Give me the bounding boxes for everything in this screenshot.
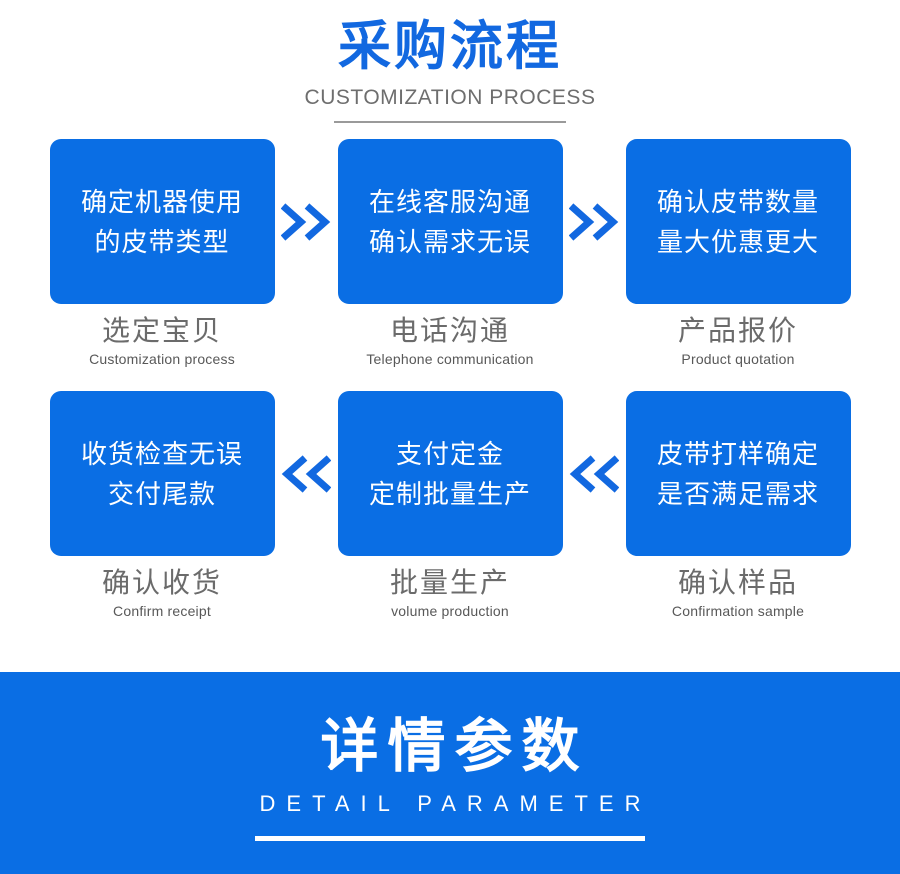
- banner-title-en: DETAIL PARAMETER: [259, 791, 652, 816]
- flow-step-6[interactable]: 收货检查无误 交付尾款 确认收货 Confirm receipt: [49, 391, 275, 620]
- flow-step-5[interactable]: 支付定金 定制批量生产 批量生产 volume production: [337, 391, 563, 620]
- page-header: 采购流程 CUSTOMIZATION PROCESS: [0, 0, 900, 123]
- flow-step-5-box-line-2: 定制批量生产: [368, 478, 531, 509]
- flow-step-4-caption-en: Confirmation sample: [671, 603, 805, 619]
- flow-row-2: 收货检查无误 交付尾款 确认收货 Confirm receipt 支付定金 定制…: [0, 391, 900, 620]
- flow-step-1-caption-cn: 选定宝贝: [101, 315, 222, 346]
- flow-step-6-box-line-1: 收货检查无误: [80, 438, 243, 469]
- flow-step-6-box-line-2: 交付尾款: [107, 478, 216, 509]
- flow-step-1-box[interactable]: 确定机器使用 的皮带类型: [49, 139, 275, 304]
- flow-step-3[interactable]: 确认皮带数量 量大优惠更大 产品报价 Product quotation: [625, 139, 851, 368]
- chevron-right-icon-1: [275, 139, 338, 304]
- flow-step-2-caption-en: Telephone communication: [366, 351, 534, 367]
- flow-step-2-box[interactable]: 在线客服沟通 确认需求无误: [337, 139, 563, 304]
- flow-step-2-box-line-2: 确认需求无误: [368, 226, 531, 257]
- page-title: 采购流程: [338, 17, 562, 76]
- flow-step-5-box[interactable]: 支付定金 定制批量生产: [337, 391, 563, 556]
- flow-step-4-box-line-2: 是否满足需求: [656, 478, 819, 509]
- banner-title-cn: 详情参数: [320, 714, 589, 779]
- flow-step-1-box-line-1: 确定机器使用: [80, 186, 243, 217]
- flow-step-4-box-line-1: 皮带打样确定: [656, 438, 819, 469]
- process-flow-diagram: 确定机器使用 的皮带类型 选定宝贝 Customization process …: [0, 139, 900, 620]
- chevron-left-icon-1: [275, 391, 338, 556]
- flow-step-4[interactable]: 皮带打样确定 是否满足需求 确认样品 Confirmation sample: [625, 391, 851, 620]
- flow-step-2[interactable]: 在线客服沟通 确认需求无误 电话沟通 Telephone communicati…: [337, 139, 563, 368]
- flow-step-5-box-line-1: 支付定金: [395, 438, 504, 469]
- flow-step-6-box[interactable]: 收货检查无误 交付尾款: [49, 391, 275, 556]
- chevron-left-icon-2: [563, 391, 626, 556]
- flow-step-3-box[interactable]: 确认皮带数量 量大优惠更大: [625, 139, 851, 304]
- flow-step-1-caption-en: Customization process: [89, 351, 235, 367]
- flow-step-2-caption-cn: 电话沟通: [389, 315, 510, 346]
- flow-step-2-box-line-1: 在线客服沟通: [368, 186, 531, 217]
- flow-step-4-box[interactable]: 皮带打样确定 是否满足需求: [625, 391, 851, 556]
- flow-step-5-caption-cn: 批量生产: [389, 567, 510, 598]
- flow-step-3-box-line-2: 量大优惠更大: [656, 226, 819, 257]
- flow-step-5-caption-en: volume production: [391, 603, 509, 619]
- flow-step-3-caption-cn: 产品报价: [677, 315, 798, 346]
- flow-step-3-caption-en: Product quotation: [681, 351, 795, 367]
- flow-step-1-box-line-2: 的皮带类型: [94, 226, 230, 257]
- detail-parameter-banner: 详情参数 DETAIL PARAMETER: [0, 672, 900, 874]
- flow-row-1: 确定机器使用 的皮带类型 选定宝贝 Customization process …: [0, 139, 900, 368]
- flow-step-1[interactable]: 确定机器使用 的皮带类型 选定宝贝 Customization process: [49, 139, 275, 368]
- page-subtitle: CUSTOMIZATION PROCESS: [304, 86, 596, 109]
- chevron-right-icon-2: [563, 139, 626, 304]
- flow-step-6-caption-en: Confirm receipt: [113, 603, 211, 619]
- header-divider: [334, 121, 566, 123]
- flow-step-3-box-line-1: 确认皮带数量: [656, 186, 819, 217]
- banner-divider: [255, 836, 645, 841]
- flow-step-6-caption-cn: 确认收货: [101, 567, 222, 598]
- flow-step-4-caption-cn: 确认样品: [677, 567, 798, 598]
